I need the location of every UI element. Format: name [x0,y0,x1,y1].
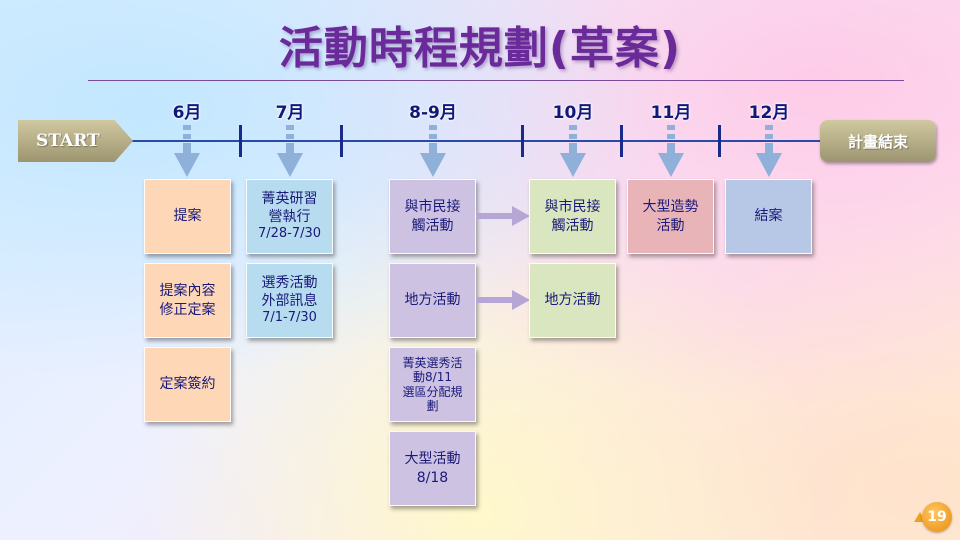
task-label: 與市民接 [544,199,601,216]
task-label: 劃 [426,398,439,413]
down-arrow-icon [174,125,200,177]
down-arrow-icon [420,125,446,177]
month-label-aug-sep: 8-9月 [409,103,457,123]
timeline-tick [239,125,242,157]
task-date: 7/28-7/30 [257,226,322,242]
page-number: 19 [922,502,952,532]
right-arrow-icon [476,290,530,310]
task-box-proposal-revision: 提案內容 修正定案 [144,263,231,338]
task-label: 選秀活動 [261,274,318,291]
task-label: 結案 [754,208,783,225]
task-label: 菁英研習 [261,190,318,207]
timeline-tick [718,125,721,157]
task-label: 定案簽約 [159,376,216,393]
month-label-dec: 12月 [748,103,790,123]
month-label-july: 7月 [275,103,305,123]
task-box-closure: 結案 [725,179,812,254]
task-box-contract-signing: 定案簽約 [144,347,231,422]
task-label: 8/18 [416,469,449,486]
start-marker: START [18,120,133,162]
task-label: 地方活動 [544,292,601,309]
task-box-proposal: 提案 [144,179,231,254]
timeline-tick [620,125,623,157]
task-label: 修正定案 [159,301,216,318]
task-box-rally: 大型造勢 活動 [627,179,714,254]
task-label: 與市民接 [404,199,461,216]
down-arrow-icon [560,125,586,177]
task-label: 外部訊息 [261,293,318,310]
task-label: 地方活動 [404,292,461,309]
task-label: 觸活動 [551,217,594,234]
task-label: 營執行 [268,209,311,226]
task-box-citizen-contact: 與市民接 觸活動 [389,179,476,254]
task-label: 選區分配規 [402,384,463,399]
month-label-oct: 10月 [552,103,594,123]
title-divider [88,80,904,81]
down-arrow-icon [658,125,684,177]
end-marker: 計畫結束 [820,120,936,162]
task-label: 觸活動 [411,217,454,234]
right-arrow-icon [476,206,530,226]
task-label: 大型活動 [404,451,461,468]
task-box-talent-show-external-info: 選秀活動 外部訊息 7/1-7/30 [246,263,333,338]
task-label: 大型造勢 [642,199,699,216]
task-label: 提案 [173,208,202,225]
timeline-tick [340,125,343,157]
down-arrow-icon [756,125,782,177]
timeline-tick [521,125,524,157]
task-box-citizen-contact-oct: 與市民接 觸活動 [529,179,616,254]
timeline-axis [120,140,832,142]
task-box-elite-camp: 菁英研習 營執行 7/28-7/30 [246,179,333,254]
page-title: 活動時程規劃(草案) [278,23,682,74]
task-label: 提案內容 [159,283,216,300]
task-label: 動8/11 [413,370,452,385]
task-box-local-activity: 地方活動 [389,263,476,338]
task-box-major-event: 大型活動 8/18 [389,431,476,506]
task-label: 活動 [656,217,685,234]
task-box-elite-talent-show: 菁英選秀活 動8/11 選區分配規 劃 [389,347,476,422]
down-arrow-icon [277,125,303,177]
month-label-nov: 11月 [650,103,692,123]
month-label-june: 6月 [172,103,202,123]
task-date: 7/1-7/30 [262,310,317,326]
task-label: 菁英選秀活 [402,355,463,370]
task-box-local-activity-oct: 地方活動 [529,263,616,338]
